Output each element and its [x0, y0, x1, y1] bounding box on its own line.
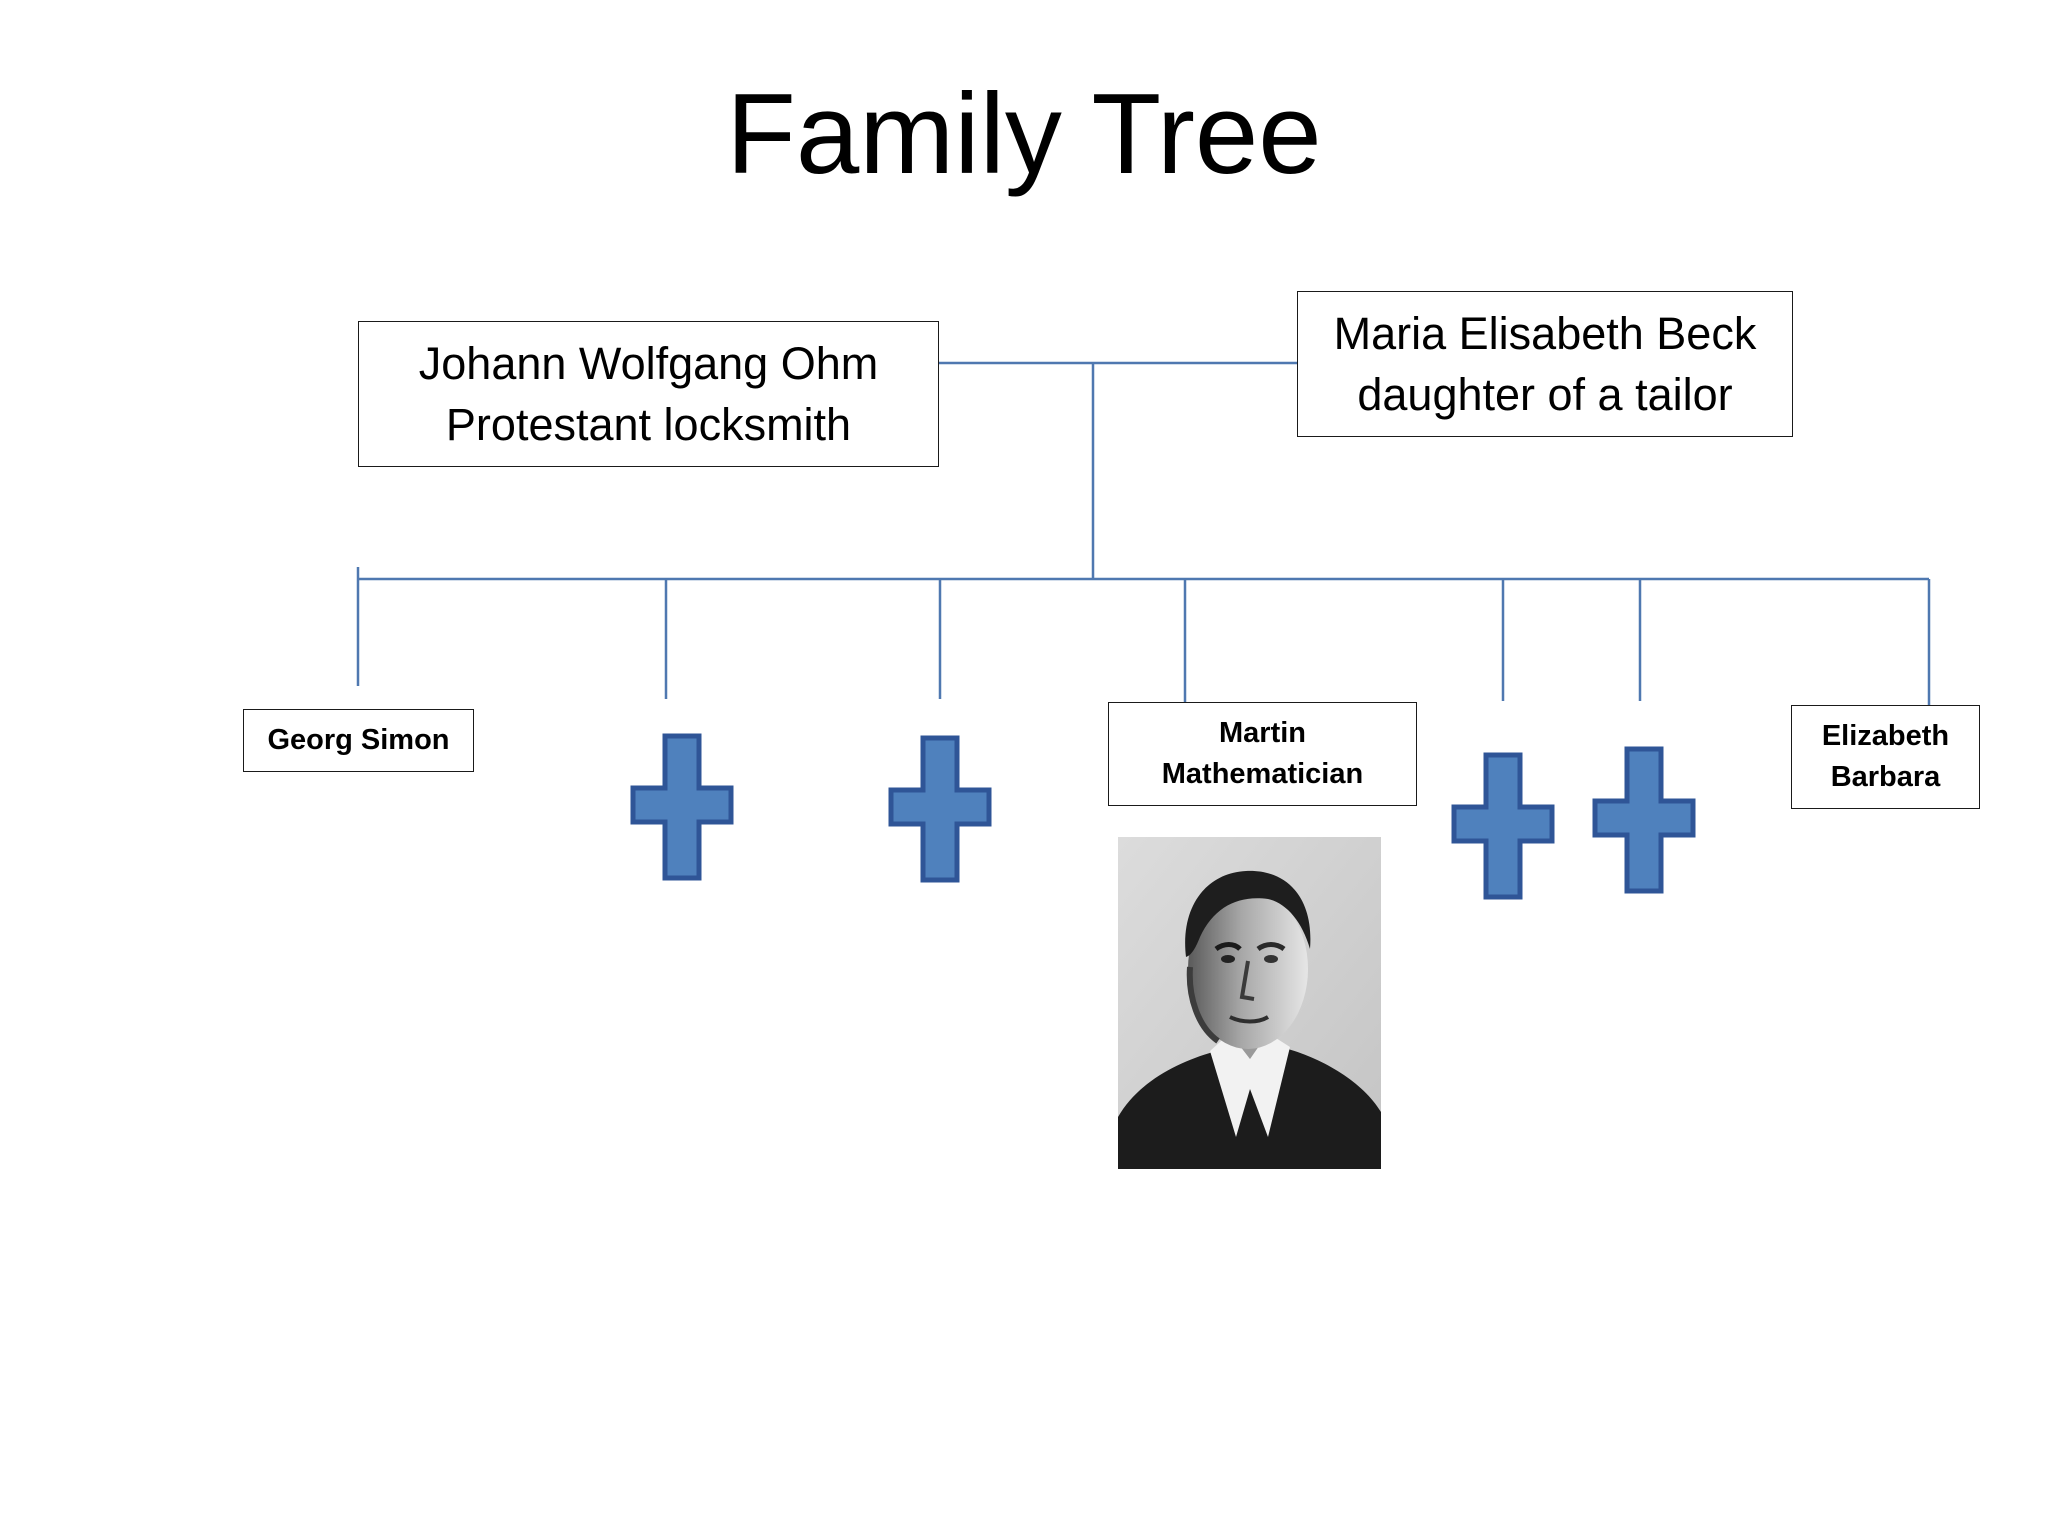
- child-box-elizabeth: Elizabeth Barbara: [1791, 705, 1980, 809]
- portrait-of-martin: [1118, 837, 1381, 1169]
- child-second-name-elizabeth: Barbara: [1830, 761, 1941, 793]
- mother-box: Maria Elisabeth Beck daughter of a tailo…: [1297, 291, 1793, 437]
- child-first-name-elizabeth: Elizabeth: [1821, 720, 1950, 752]
- father-description: Protestant locksmith: [445, 399, 852, 450]
- child-occupation-martin: Mathematician: [1161, 758, 1364, 790]
- deceased-cross-icon: [630, 733, 734, 881]
- child-box-martin: Martin Mathematician: [1108, 702, 1417, 806]
- father-box: Johann Wolfgang Ohm Protestant locksmith: [358, 321, 939, 467]
- deceased-cross-icon: [1592, 746, 1696, 894]
- deceased-cross-icon: [888, 735, 992, 883]
- child-box-georg: Georg Simon: [243, 709, 474, 772]
- deceased-cross-icon: [1451, 752, 1555, 900]
- child-name-georg: Georg Simon: [267, 724, 450, 756]
- father-name: Johann Wolfgang Ohm: [418, 338, 879, 389]
- page-title: Family Tree: [726, 71, 1322, 198]
- child-name-martin: Martin: [1219, 717, 1306, 749]
- mother-name: Maria Elisabeth Beck: [1333, 308, 1757, 359]
- mother-description: daughter of a tailor: [1357, 369, 1733, 420]
